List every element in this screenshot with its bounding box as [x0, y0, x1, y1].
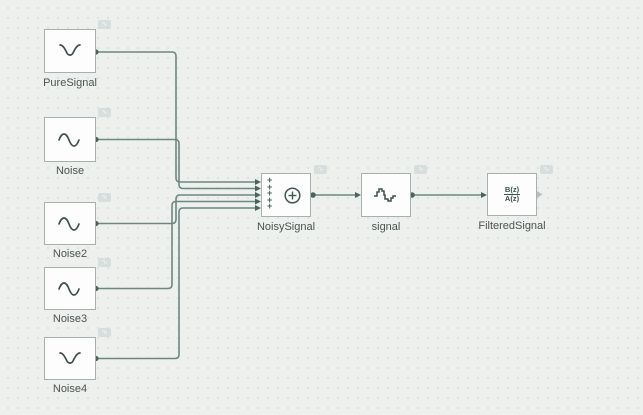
wire-noise-to-noisysignal[interactable]	[96, 138, 255, 190]
block-noise4[interactable]	[44, 337, 96, 380]
wire-noise2-to-noisysignal[interactable]	[96, 194, 255, 225]
block-noise3[interactable]	[44, 267, 96, 310]
signal-monitor-badge: ∿	[540, 165, 553, 174]
block-noise2[interactable]	[44, 202, 96, 245]
signal-monitor-badge: ∿	[98, 108, 111, 117]
wire-noise3-to-noisysignal[interactable]	[96, 200, 255, 290]
block-puresignal[interactable]	[44, 29, 96, 73]
sum-input-signs: + + + + +	[267, 175, 273, 211]
block-label-noise2: Noise2	[52, 248, 88, 260]
noisy-wave-icon	[374, 188, 396, 202]
signal-monitor-badge: ∿	[98, 328, 111, 337]
signal-monitor-badge: ∿	[98, 20, 111, 29]
block-label-noise: Noise	[55, 165, 85, 177]
sum-sign: +	[267, 175, 273, 185]
signal-monitor-badge: ∿	[98, 193, 111, 202]
input-arrow-1-noisysignal	[255, 179, 261, 185]
transfer-function-icon: B(z) A(z)	[503, 184, 521, 204]
sine-wave-icon	[58, 132, 80, 147]
v-wave-icon	[59, 44, 81, 56]
block-label-filteredsignal: FilteredSignal	[478, 220, 546, 232]
transfer-function-numerator: B(z)	[503, 184, 521, 195]
sine-wave-icon	[58, 281, 80, 296]
output-port-filteredsignal[interactable]	[537, 191, 543, 198]
input-arrow-filteredsignal	[481, 192, 487, 198]
sum-sign: +	[267, 181, 273, 192]
block-filteredsignal[interactable]: B(z) A(z)	[487, 173, 537, 216]
input-arrow-2-noisysignal	[255, 185, 261, 192]
signal-monitor-badge: ∿	[314, 165, 327, 174]
input-arrow-5-noisysignal	[255, 205, 261, 211]
input-arrow-3-noisysignal	[255, 192, 261, 198]
block-label-signal: signal	[371, 221, 401, 233]
block-label-noise4: Noise4	[52, 383, 88, 395]
sum-plus-icon	[284, 187, 301, 204]
sum-sign: +	[267, 188, 273, 198]
block-label-puresignal: PureSignal	[43, 77, 97, 89]
block-label-noise3: Noise3	[52, 313, 88, 325]
sine-wave-icon	[58, 216, 80, 231]
transfer-function-denominator: A(z)	[504, 194, 520, 203]
input-arrow-signal	[355, 192, 361, 198]
signal-monitor-badge: ∿	[98, 258, 111, 267]
signal-monitor-badge: ∿	[414, 165, 427, 174]
sum-sign: +	[267, 194, 273, 205]
output-port-noisysignal[interactable]	[310, 192, 316, 198]
wire-noise4-to-noisysignal[interactable]	[96, 207, 255, 360]
v-wave-icon	[59, 351, 81, 364]
block-label-noisysignal: NoisySignal	[256, 221, 316, 233]
input-arrow-4-noisysignal	[255, 198, 261, 205]
block-noisysignal[interactable]: + + + + +	[261, 173, 311, 217]
wire-puresignal-to-noisysignal[interactable]	[96, 51, 255, 183]
block-signal[interactable]	[361, 173, 411, 217]
sum-sign: +	[267, 201, 273, 211]
block-noise[interactable]	[44, 117, 96, 162]
